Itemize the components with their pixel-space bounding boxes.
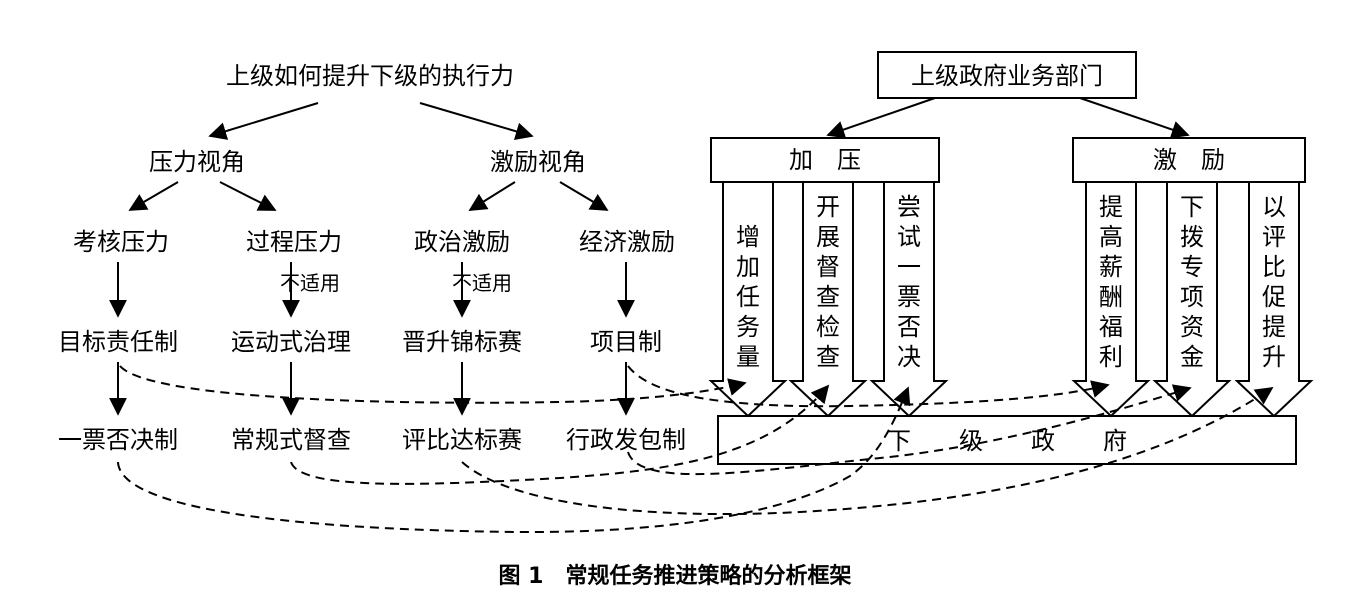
- vertical-label-char: 薪: [1099, 253, 1123, 281]
- vertical-label-char: 福: [1099, 313, 1123, 341]
- vertical-label-char: 评: [1262, 223, 1286, 251]
- mechanism-assess-pressure: 考核压力: [73, 228, 169, 256]
- dashed-contracting-to-funds: [627, 384, 1192, 476]
- vertical-label-char: 下: [1180, 193, 1204, 221]
- system-campaign-governance: 运动式治理: [231, 328, 351, 356]
- vertical-label-char: 以: [1262, 193, 1286, 221]
- vertical-label-char: 检: [816, 313, 840, 341]
- vertical-label-char: 决: [897, 343, 921, 371]
- upper-govt-dept-box: [877, 51, 1137, 99]
- lower-govt-box: [717, 415, 1297, 465]
- vertical-label-char: 项: [1180, 283, 1204, 311]
- dashed-target-to-increase: [119, 365, 747, 404]
- vertical-label-char: 提: [1262, 313, 1286, 341]
- perspective-pressure: 压力视角: [149, 148, 245, 176]
- system-project-system: 项目制: [590, 328, 662, 356]
- vertical-label-char: 高: [1099, 223, 1123, 251]
- vertical-label-char: 查: [816, 343, 840, 371]
- not-applicable-note-2: 不适用: [452, 271, 512, 295]
- mechanism-process-pressure: 过程压力: [246, 228, 342, 256]
- vertical-label-char: 资: [1180, 313, 1204, 341]
- vertical-label-char: 量: [736, 343, 760, 371]
- edge-root-incentive: [419, 102, 534, 141]
- edge-dept-incentive: [1079, 97, 1190, 139]
- vertical-label-char: 务: [736, 313, 760, 341]
- dashed-veto-to-trial: [117, 386, 911, 534]
- vertical-label-char: 督: [816, 253, 840, 281]
- edge-pressure-process: [219, 181, 277, 211]
- vertical-label-char: 提: [1099, 193, 1123, 221]
- upper-govt-dept-label: 上级政府业务部门: [911, 62, 1103, 90]
- vertical-label-char: 尝: [897, 193, 921, 221]
- vertical-label-char: 展: [816, 223, 840, 251]
- vertical-label-char: 金: [1180, 343, 1204, 371]
- arrow-inspection: [788, 181, 868, 418]
- routine-inspection: 常规式督查: [231, 426, 351, 454]
- arrow-promote-by-evaluation: [1234, 181, 1314, 418]
- dashed-evaluation-to-promote: [461, 386, 1274, 516]
- tree-root: 上级如何提升下级的执行力: [226, 62, 514, 90]
- vertical-label-char: 一: [897, 253, 921, 281]
- vertical-label-char: 开: [816, 193, 840, 221]
- routine-evaluation-contest: 评比达标赛: [402, 426, 522, 454]
- vertical-label-char: 利: [1099, 343, 1123, 371]
- edge-incentive-political: [468, 181, 516, 211]
- arrow-try-veto: [869, 181, 949, 418]
- vertical-label-char: 酬: [1099, 283, 1123, 311]
- vertical-label-char: 拨: [1180, 223, 1204, 251]
- edge-incentive-economic: [559, 181, 609, 211]
- vertical-label-char: 任: [736, 283, 760, 311]
- vertical-label-char: 试: [897, 223, 921, 251]
- pressure-label: 加 压: [789, 146, 861, 174]
- figure-caption: 图 1 常规任务推进策略的分析框架: [499, 563, 852, 589]
- arrow-special-funds: [1152, 181, 1232, 418]
- edge-dept-pressure: [826, 97, 936, 139]
- routine-one-vote-veto: 一票否决制: [58, 426, 178, 454]
- lower-govt-label: 下 级 政 府: [887, 427, 1127, 455]
- vertical-label-char: 加: [736, 253, 760, 281]
- vertical-label-char: 否: [897, 313, 921, 341]
- vertical-label-char: 促: [1262, 283, 1286, 311]
- vertical-label-char: 升: [1262, 343, 1286, 371]
- incentive-label: 激 励: [1153, 146, 1225, 174]
- arrow-raise-salary: [1071, 181, 1151, 418]
- vertical-label-char: 比: [1262, 253, 1286, 281]
- mechanism-economic-incentive: 经济激励: [579, 228, 675, 256]
- vertical-label-char: 查: [816, 283, 840, 311]
- system-promotion-tournament: 晋升锦标赛: [402, 328, 522, 356]
- dashed-project-to-salary: [627, 365, 1110, 408]
- not-applicable-note-1: 不适用: [280, 271, 340, 295]
- vertical-label-char: 专: [1180, 253, 1204, 281]
- vertical-label-char: 增: [736, 223, 760, 251]
- system-target-responsibility: 目标责任制: [58, 328, 178, 356]
- edge-root-pressure: [208, 102, 319, 140]
- edge-pressure-assess: [128, 181, 179, 211]
- arrow-increase-tasks: [708, 181, 788, 418]
- dashed-inspection-to-inspect: [290, 384, 830, 485]
- routine-admin-contracting: 行政发包制: [566, 426, 686, 454]
- vertical-label-char: 票: [897, 283, 921, 311]
- incentive-box: [1072, 137, 1306, 183]
- perspective-incentive: 激励视角: [490, 148, 586, 176]
- mechanism-political-incentive: 政治激励: [414, 228, 510, 256]
